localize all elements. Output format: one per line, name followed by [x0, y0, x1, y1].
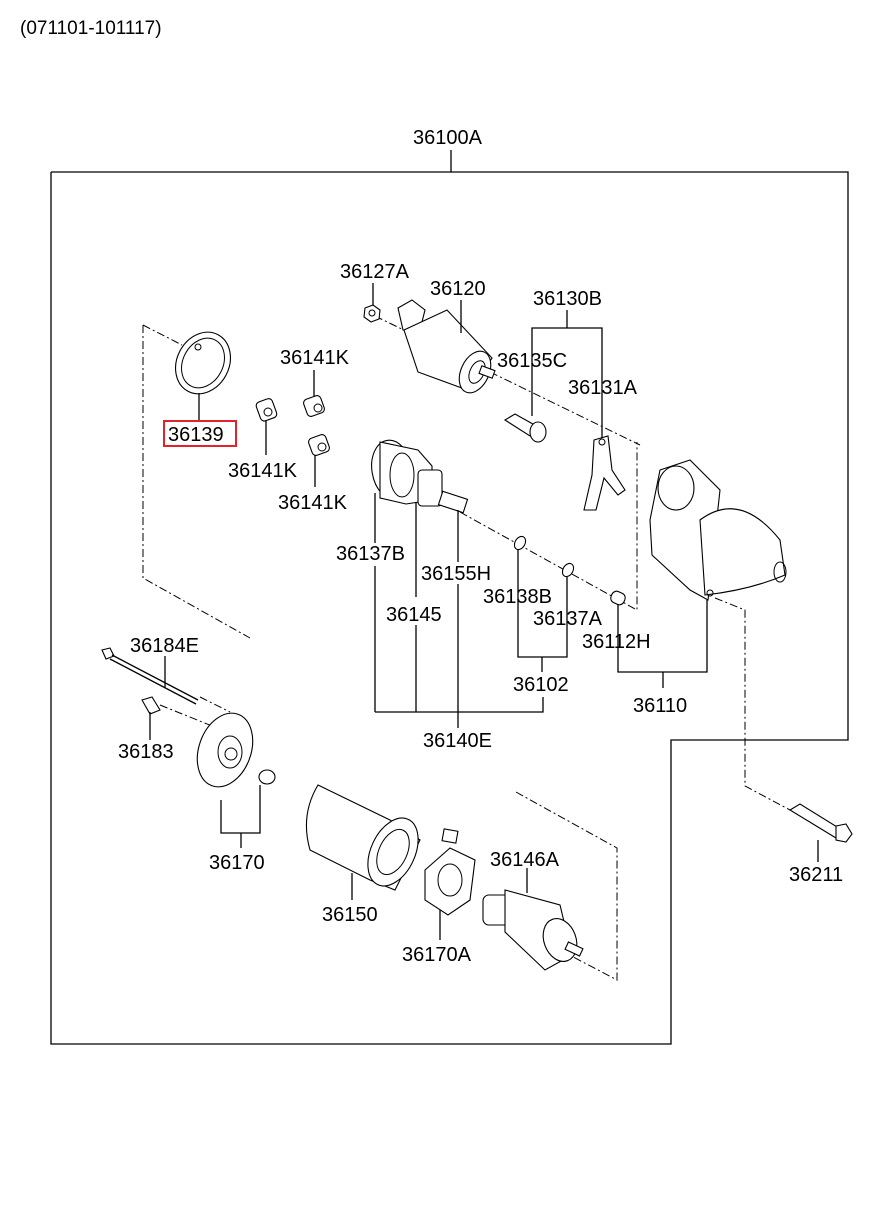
- part-36145-drive-clutch[interactable]: [367, 437, 469, 514]
- part-label-36183[interactable]: 36183: [118, 741, 174, 763]
- part-label-36155H[interactable]: 36155H: [421, 563, 491, 585]
- part-label-36184E[interactable]: 36184E: [130, 635, 199, 657]
- part-36139-cover-drawing[interactable]: [165, 323, 241, 404]
- part-36135C-plunger[interactable]: [503, 413, 547, 443]
- assembly-label-36100A[interactable]: 36100A: [413, 127, 483, 149]
- part-36170A-brush-holder[interactable]: [424, 828, 476, 916]
- part-label-36141K-left[interactable]: 36141K: [228, 460, 298, 482]
- part-36170-rear-bracket[interactable]: [188, 705, 276, 794]
- leader-36140E-bracket: [375, 697, 544, 713]
- part-36112H-bushing[interactable]: [609, 590, 627, 607]
- axis-line-cover: [142, 324, 183, 346]
- part-label-36102[interactable]: 36102: [513, 674, 569, 696]
- axis-line-bolt: [714, 597, 791, 811]
- part-36110-housing[interactable]: [649, 459, 787, 601]
- part-36184E-through-bolt[interactable]: [101, 647, 199, 705]
- part-label-36140E[interactable]: 36140E: [423, 730, 492, 752]
- part-label-36139[interactable]: 36139: [168, 424, 224, 446]
- part-label-36138B[interactable]: 36138B: [483, 586, 552, 608]
- part-36131A-lever[interactable]: [583, 435, 626, 511]
- part-label-36170A[interactable]: 36170A: [402, 944, 472, 966]
- part-label-36137A[interactable]: 36137A: [533, 608, 603, 630]
- part-label-36130B[interactable]: 36130B: [533, 288, 602, 310]
- part-36146A-armature[interactable]: [482, 889, 584, 971]
- part-label-36141K-top[interactable]: 36141K: [280, 347, 350, 369]
- part-36141K-roller-bottom[interactable]: [307, 433, 330, 456]
- leader-36170-bracket: [220, 785, 261, 834]
- part-label-36150[interactable]: 36150: [322, 904, 378, 926]
- part-label-36145[interactable]: 36145: [386, 604, 442, 626]
- part-36141K-roller-left[interactable]: [255, 398, 278, 423]
- axis-line-throughbolt: [199, 696, 231, 713]
- part-36137A-ring[interactable]: [560, 561, 576, 578]
- part-label-36127A[interactable]: 36127A: [340, 261, 410, 283]
- part-label-36135C[interactable]: 36135C: [497, 350, 567, 372]
- part-label-36211[interactable]: 36211: [789, 864, 843, 886]
- part-36141K-roller-top[interactable]: [302, 394, 325, 417]
- part-label-36131A[interactable]: 36131A: [568, 377, 638, 399]
- part-36120-solenoid[interactable]: [397, 299, 497, 398]
- part-36211-bolt[interactable]: [788, 803, 853, 843]
- assembly-boundary: [50, 171, 849, 1045]
- part-36183-screw[interactable]: [141, 696, 161, 715]
- part-label-36120[interactable]: 36120: [430, 278, 486, 300]
- part-label-36170[interactable]: 36170: [209, 852, 265, 874]
- part-label-36112H[interactable]: 36112H: [582, 631, 651, 653]
- part-label-36110[interactable]: 36110: [633, 695, 687, 717]
- part-36150-yoke[interactable]: [305, 784, 428, 894]
- part-label-36141K-bottom[interactable]: 36141K: [278, 492, 348, 514]
- date-range-label: (071101-101117): [20, 18, 162, 39]
- part-36138B-ring[interactable]: [512, 534, 528, 551]
- part-label-36146A[interactable]: 36146A: [490, 849, 560, 871]
- part-36127A-nut[interactable]: [363, 304, 381, 323]
- axis-line-left: [142, 325, 251, 639]
- axis-line-armature: [515, 791, 618, 981]
- highlight-box-36139: [163, 420, 237, 447]
- part-label-36137B[interactable]: 36137B: [336, 543, 405, 565]
